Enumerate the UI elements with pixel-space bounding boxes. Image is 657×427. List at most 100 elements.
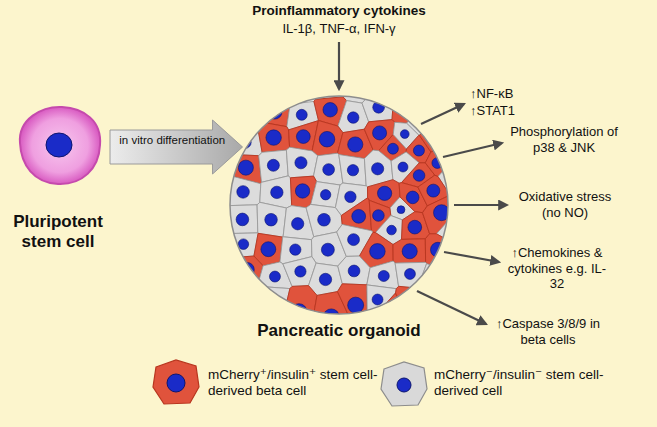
legend-swatch-cell xyxy=(381,362,427,406)
nucleus xyxy=(295,184,309,198)
nucleus xyxy=(397,206,405,214)
nucleus xyxy=(271,186,283,198)
effect-arrow xyxy=(444,252,499,262)
organoid-cell xyxy=(425,151,451,177)
node-title: Pluripotent stem cell xyxy=(0,212,123,251)
effect-label: Phosphorylation of p38 & JNK xyxy=(506,124,622,155)
nucleus xyxy=(268,302,282,316)
organoid-cell xyxy=(314,153,343,185)
organoid-cell xyxy=(418,264,448,295)
legend-swatch-cell xyxy=(153,360,199,404)
nucleus xyxy=(348,265,360,277)
process-arrow xyxy=(110,120,243,174)
nucleus xyxy=(323,81,334,92)
organoid-cell xyxy=(259,99,290,126)
nucleus xyxy=(352,209,366,223)
legend-text: mCherry⁻/insulin⁻ stem cell-derived cell xyxy=(434,367,612,399)
organoid-shape xyxy=(229,95,449,315)
nucleus xyxy=(320,190,330,200)
nucleus xyxy=(400,130,409,139)
nucleus xyxy=(447,143,460,156)
nucleus xyxy=(319,273,331,285)
nucleus xyxy=(378,270,389,281)
organoid-cell xyxy=(435,139,469,162)
nucleus xyxy=(373,210,385,222)
node-title: Pancreatic organoid xyxy=(229,321,449,341)
nucleus xyxy=(319,131,335,147)
nucleus xyxy=(377,186,391,200)
organoid-cell xyxy=(367,261,399,289)
nucleus xyxy=(347,112,358,123)
nucleus xyxy=(238,160,253,175)
nucleus xyxy=(296,109,307,120)
organoid-cell xyxy=(362,92,394,122)
organoid-cell xyxy=(311,182,340,208)
organoid-cell xyxy=(339,155,366,186)
nucleus xyxy=(373,126,387,140)
organoid-cell xyxy=(257,202,286,237)
effect-label: ↑Chemokines & cytokines e.g. IL-32 xyxy=(505,245,609,292)
nucleus xyxy=(348,234,360,246)
nucleus xyxy=(402,244,417,259)
nucleus xyxy=(408,220,422,234)
organoid-cell xyxy=(228,233,258,258)
nucleus xyxy=(403,292,416,305)
effect-label: ↑NF-κB xyxy=(470,86,560,102)
stem-cell: Pluripotent stem cell xyxy=(12,103,104,187)
legend-swatch xyxy=(378,359,430,409)
nucleus xyxy=(238,239,249,250)
nucleus xyxy=(318,213,331,226)
nucleus xyxy=(387,143,398,154)
effect-arrow xyxy=(417,291,486,324)
nucleus xyxy=(296,130,310,144)
nucleus xyxy=(387,225,397,235)
nucleus xyxy=(405,269,416,280)
nucleus xyxy=(372,163,384,175)
effect-arrow xyxy=(454,204,507,206)
nucleus xyxy=(295,266,306,277)
organoid-cell xyxy=(425,234,458,267)
organoid-cell xyxy=(392,96,424,123)
nucleus xyxy=(323,103,337,117)
stem-cell-shape xyxy=(12,103,104,187)
organoid: Pancreatic organoid xyxy=(229,95,449,315)
nucleus xyxy=(266,130,281,145)
stem-cell-body xyxy=(20,107,100,184)
nucleus xyxy=(451,172,464,185)
effect-arrow xyxy=(443,143,502,157)
organoid-cell xyxy=(343,75,373,103)
nucleus xyxy=(348,297,364,313)
nucleus xyxy=(398,162,408,172)
nucleus xyxy=(167,374,185,392)
organoid-cell xyxy=(231,256,263,286)
organoid-cell xyxy=(393,239,426,263)
organoid-cell xyxy=(309,263,343,295)
nucleus xyxy=(351,82,362,93)
nucleus xyxy=(236,213,249,226)
nucleus xyxy=(269,271,280,282)
nucleus xyxy=(413,170,425,182)
nucleus xyxy=(427,184,440,197)
edge-label: in vitro differentiation xyxy=(114,134,231,147)
effect-label: ↑STAT1 xyxy=(470,103,560,119)
nucleus xyxy=(323,164,335,176)
nucleus xyxy=(321,243,334,256)
nucleus xyxy=(416,117,425,126)
nucleus xyxy=(237,186,250,199)
nucleus xyxy=(370,244,386,260)
stimulus-label: IL-1β, TNF-α, IFN-γ xyxy=(224,21,454,37)
organoid-cell xyxy=(396,286,424,317)
nucleus xyxy=(397,378,411,392)
nucleus xyxy=(451,221,464,234)
organoid-cell xyxy=(338,256,370,285)
legend-swatch xyxy=(150,357,202,407)
nucleus xyxy=(372,294,383,305)
nucleus xyxy=(261,242,276,257)
nucleus xyxy=(345,191,356,202)
nucleus xyxy=(265,213,278,226)
stimulus-label: Proinflammatory cytokines xyxy=(224,3,454,19)
nucleus xyxy=(46,133,72,157)
legend-text: mCherry⁺/insulin⁺ stem cell-derived beta… xyxy=(208,367,386,399)
nucleus xyxy=(267,159,279,171)
